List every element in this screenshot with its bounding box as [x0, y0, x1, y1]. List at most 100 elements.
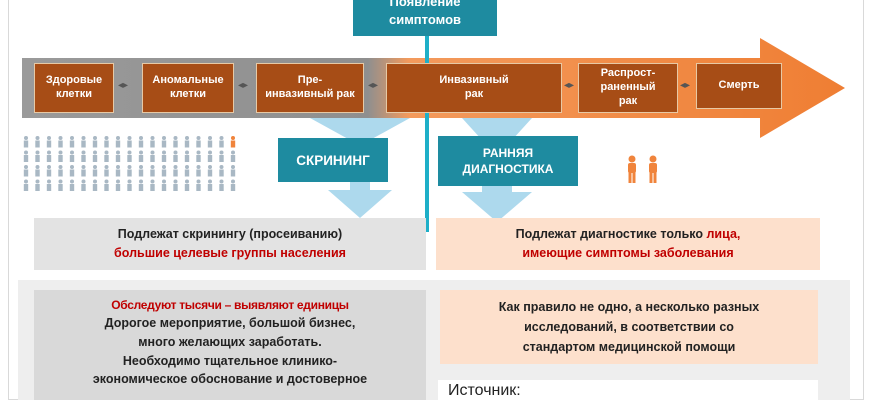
screening-target-line1: Подлежат скринингу (просеиванию): [117, 226, 343, 241]
person-icon: [208, 136, 212, 140]
person-icon: [150, 179, 155, 184]
person-icon-body: [138, 184, 144, 191]
person-icon: [81, 136, 86, 140]
person-icon-body: [127, 140, 132, 148]
person-icon-body: [92, 169, 98, 177]
person-icon: [104, 150, 109, 155]
person-icon-body: [115, 184, 121, 191]
person-icon: [162, 165, 166, 169]
person-icon-body: [230, 184, 236, 191]
connector-arrow-5: ◂▸: [680, 80, 691, 91]
person-icon-body: [196, 169, 201, 177]
person-icon: [116, 136, 120, 140]
person-icon-body: [161, 140, 167, 148]
person-icon-body: [150, 169, 155, 177]
person-icon: [58, 179, 63, 184]
person-icon-body: [104, 140, 109, 148]
person-icon: [150, 165, 155, 169]
person-icon: [93, 136, 97, 140]
person-icon: [231, 179, 235, 184]
person-icon: [173, 150, 178, 155]
person-icon-body: [196, 155, 201, 162]
person-icon-body: [184, 155, 190, 162]
person-icon-body: [207, 184, 213, 191]
person-icon: [185, 150, 189, 155]
person-icon-body: [115, 169, 121, 177]
person-icon: [127, 150, 132, 155]
person-icon: [35, 179, 40, 184]
person-icon: [196, 179, 201, 184]
person-icon: [104, 136, 109, 140]
person-icon-body: [46, 155, 52, 162]
person-icon: [70, 136, 74, 140]
person-icon-body: [207, 169, 213, 177]
person-icon-body: [46, 184, 52, 191]
person-icon: [162, 150, 166, 155]
person-icon-body: [35, 169, 40, 177]
person-icon-body: [35, 140, 40, 148]
person-icon-body: [81, 184, 86, 191]
person-icon-body: [58, 155, 63, 162]
person-icon-body: [23, 184, 29, 191]
person-icon: [47, 179, 51, 184]
person-icon-body: [184, 169, 190, 177]
screening-detail-line4: Необходимо тщательное клинико-: [122, 353, 338, 368]
person-icon: [127, 179, 132, 184]
stage-preinvasive-cancer: Пре-инвазивный рак: [256, 63, 364, 113]
person-icon: [93, 165, 97, 169]
person-icon: [24, 136, 28, 140]
person-icon-body: [219, 155, 224, 162]
person-icon-body: [104, 169, 109, 177]
source-label: Источник:: [448, 382, 521, 399]
diagnosis-detail-line2: исследований, в соответствии со: [524, 320, 734, 334]
person-icon: [47, 150, 51, 155]
person-icon: [116, 165, 120, 169]
person-icon-body: [207, 155, 213, 162]
person-icon: [173, 179, 178, 184]
person-icon: [196, 136, 201, 140]
person-icon: [162, 136, 166, 140]
diagnosis-target-line1: Подлежат диагностике только: [515, 226, 703, 241]
person-icon-body: [69, 140, 75, 148]
person-icon: [93, 179, 97, 184]
person-icon: [139, 179, 143, 184]
person-icon-body: [138, 140, 144, 148]
diagnosis-target-line1-red: лица,: [706, 226, 741, 241]
person-icon: [219, 150, 224, 155]
person-icon-body: [138, 155, 144, 162]
person-icon-body: [115, 155, 121, 162]
person-icon-body: [207, 140, 213, 148]
person-icon: [35, 150, 40, 155]
person-icon: [219, 179, 224, 184]
person-icon-body: [127, 169, 132, 177]
person-icon: [116, 179, 120, 184]
person-icon: [185, 179, 189, 184]
person-icon: [185, 136, 189, 140]
person-icon: [185, 165, 189, 169]
connector-arrow-4: ◂▸: [564, 80, 575, 91]
diagnosis-detail-line3: стандартом медицинской помощи: [522, 340, 736, 354]
person-icon-body: [230, 140, 236, 148]
person-icon-body: [127, 155, 132, 162]
person-icon-body: [58, 140, 63, 148]
person-icon: [231, 136, 235, 140]
person-icon: [127, 136, 132, 140]
person-icon: [35, 165, 40, 169]
person-icon-body: [35, 155, 40, 162]
symptomatic-people-icon: [628, 155, 657, 183]
symptoms-divider-line: [425, 36, 429, 232]
person-icon: [196, 165, 201, 169]
stage-death: Смерть: [696, 63, 782, 109]
person-icon-body: [219, 140, 224, 148]
person-icon: [139, 136, 143, 140]
person-icon: [196, 150, 201, 155]
person-icon-body: [23, 169, 29, 177]
person-icon-body: [69, 184, 75, 191]
person-icon: [24, 150, 28, 155]
person-icon-body: [161, 169, 167, 177]
person-icon: [208, 150, 212, 155]
person-icon-body: [92, 155, 98, 162]
screening-detail-line2: Дорогое мероприятие, большой бизнес,: [104, 316, 356, 330]
